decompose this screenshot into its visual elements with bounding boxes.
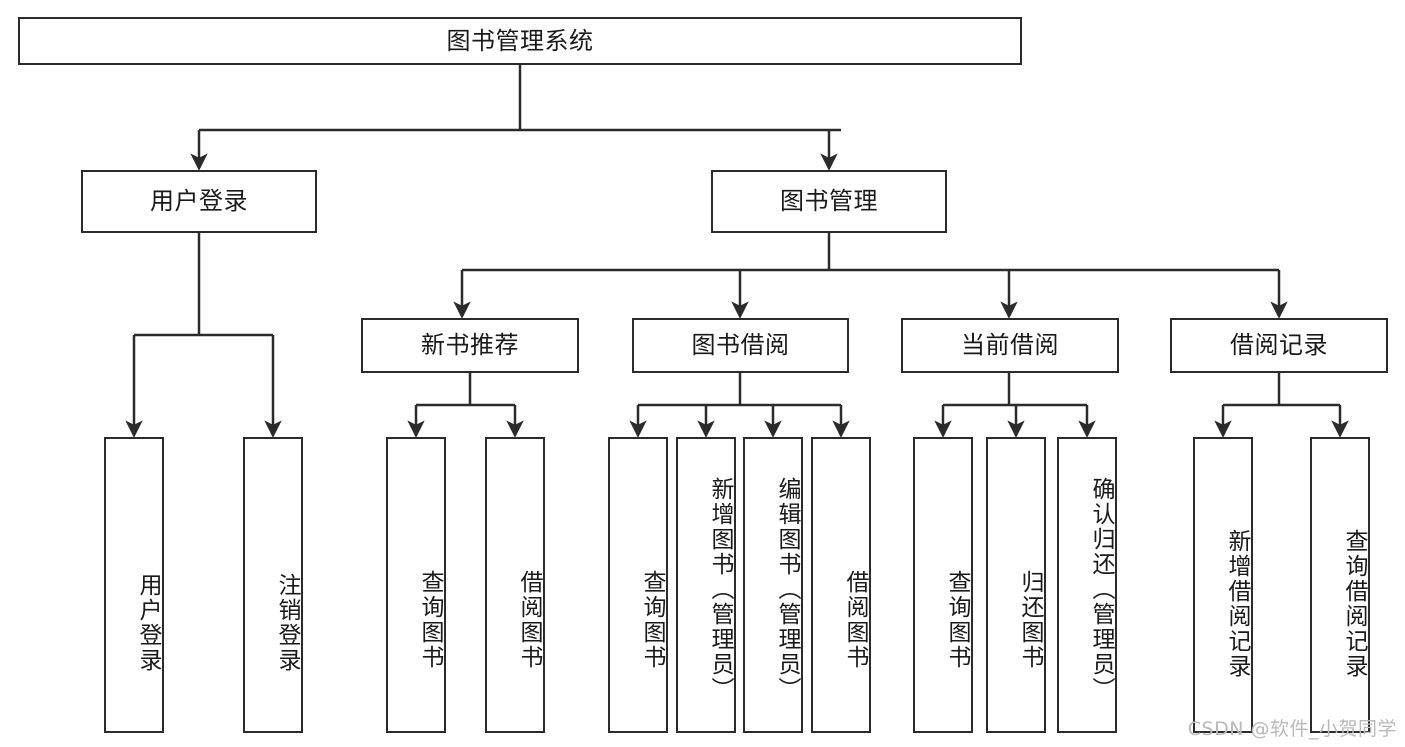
node-leaf-add-book-admin[interactable]: 新增图书（管理员） [676,437,736,733]
node-leaf-query-book-3-label: 查询图书 [944,570,970,670]
node-book-borrow-label: 图书借阅 [691,331,790,360]
node-leaf-return-book[interactable]: 归还图书 [986,437,1046,733]
node-leaf-borrow-book-2[interactable]: 借阅图书 [811,437,871,733]
node-leaf-query-book-2[interactable]: 查询图书 [608,437,668,733]
node-user-login-label: 用户登录 [150,187,248,216]
node-leaf-user-logout-label: 注销登录 [274,573,300,673]
node-leaf-query-book-1[interactable]: 查询图书 [386,437,446,733]
node-leaf-user-login-label: 用户登录 [135,573,161,673]
node-user-login[interactable]: 用户登录 [81,170,317,233]
node-leaf-user-login[interactable]: 用户登录 [104,437,164,733]
node-leaf-return-book-label: 归还图书 [1017,570,1043,670]
node-new-book-recommend[interactable]: 新书推荐 [361,318,579,373]
node-leaf-confirm-return-admin[interactable]: 确认归还（管理员） [1057,437,1117,733]
node-leaf-edit-book-admin-label: 编辑图书（管理员） [774,476,800,702]
node-book-management-label: 图书管理 [780,187,878,216]
node-leaf-query-book-2-label: 查询图书 [639,570,665,670]
node-book-management[interactable]: 图书管理 [711,170,947,233]
node-leaf-query-borrow-record[interactable]: 查询借阅记录 [1310,437,1370,733]
node-leaf-add-borrow-record[interactable]: 新增借阅记录 [1193,437,1253,733]
node-leaf-query-book-1-label: 查询图书 [417,570,443,670]
node-leaf-confirm-return-admin-label: 确认归还（管理员） [1088,476,1114,702]
node-leaf-user-logout[interactable]: 注销登录 [243,437,303,733]
node-leaf-query-book-3[interactable]: 查询图书 [913,437,973,733]
node-borrow-record[interactable]: 借阅记录 [1170,318,1388,373]
node-borrow-record-label: 借阅记录 [1230,331,1328,360]
node-current-borrow[interactable]: 当前借阅 [901,318,1119,373]
node-book-borrow[interactable]: 图书借阅 [632,318,849,373]
node-leaf-edit-book-admin[interactable]: 编辑图书（管理员） [743,437,803,733]
node-leaf-query-borrow-record-label: 查询借阅记录 [1341,529,1367,679]
node-leaf-borrow-book-1-label: 借阅图书 [516,570,542,670]
node-new-book-recommend-label: 新书推荐 [421,331,519,360]
node-leaf-borrow-book-2-label: 借阅图书 [842,570,868,670]
node-leaf-add-borrow-record-label: 新增借阅记录 [1224,529,1250,679]
node-root[interactable]: 图书管理系统 [18,17,1022,65]
node-leaf-borrow-book-1[interactable]: 借阅图书 [485,437,545,733]
csdn-watermark: CSDN @软件_小贺同学 [1187,718,1397,740]
node-leaf-add-book-admin-label: 新增图书（管理员） [707,476,733,702]
node-current-borrow-label: 当前借阅 [961,331,1059,360]
node-root-label: 图书管理系统 [446,26,594,55]
